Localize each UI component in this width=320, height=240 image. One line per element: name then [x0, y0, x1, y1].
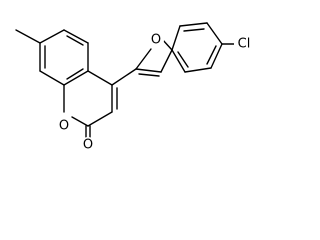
- bond: [184, 67, 212, 73]
- bond: [71, 116, 89, 127]
- bond: [87, 70, 113, 86]
- bond: [66, 35, 84, 46]
- bond: [210, 43, 223, 69]
- furan-oxygen-label: O: [148, 32, 164, 48]
- bond: [87, 111, 113, 127]
- chemical-structure-diagram: O O O Cl: [15, 22, 254, 153]
- bond: [179, 22, 208, 27]
- carbonyl-oxygen-label: O: [80, 137, 96, 153]
- coumarin-core: [15, 29, 118, 141]
- chlorine-atom: Cl: [238, 37, 251, 52]
- oxygen-atom: O: [151, 33, 161, 48]
- oxygen-atom: O: [59, 119, 69, 134]
- bond: [135, 48, 152, 70]
- bond: [63, 29, 89, 44]
- bond: [138, 73, 160, 77]
- linker-bond: [111, 68, 137, 86]
- methyl-bond: [15, 29, 41, 44]
- benzofuran-group: [111, 22, 237, 86]
- oxygen-atom: O: [83, 138, 93, 153]
- bond: [63, 70, 89, 86]
- bond: [66, 68, 84, 80]
- chlorine-label: Cl: [234, 35, 254, 53]
- bond: [183, 28, 205, 32]
- bond: [39, 70, 65, 86]
- bond: [39, 29, 65, 44]
- bond: [171, 49, 186, 73]
- bond: [177, 51, 189, 68]
- bond: [171, 25, 181, 51]
- bond: [206, 45, 217, 65]
- ring-oxygen-label: O: [56, 118, 72, 134]
- atom-labels: O O O Cl: [56, 32, 254, 153]
- bond: [135, 68, 162, 73]
- bond: [160, 49, 173, 73]
- bond: [206, 22, 223, 45]
